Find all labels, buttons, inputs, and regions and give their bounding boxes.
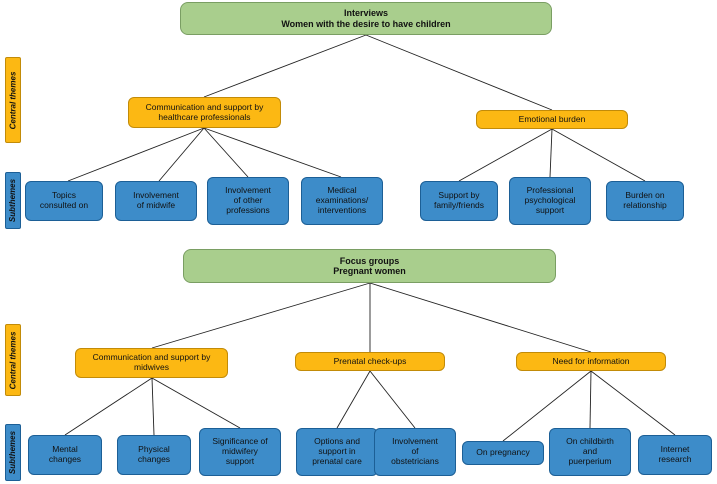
connector-line (336, 370, 371, 429)
axis-label-text: Subthemes (8, 430, 18, 475)
node-sub-medical-examinations[interactable]: Medical examinations/ interventions (301, 177, 383, 225)
connector-line (203, 127, 249, 178)
node-sub-internet-research[interactable]: Internet research (638, 435, 712, 475)
axis-label-text: Central themes (8, 71, 18, 129)
connector-line (589, 370, 592, 429)
node-sub-significance-midwifery-support[interactable]: Significance of midwifery support (199, 428, 281, 476)
connector-line (365, 34, 553, 111)
connector-line (458, 128, 553, 182)
connector-line (151, 377, 241, 429)
node-sub-options-support-prenatal-care[interactable]: Options and support in prenatal care (296, 428, 378, 476)
connector-line (369, 370, 416, 429)
axis-label-subthemes-top: Subthemes (5, 172, 21, 229)
node-sub-on-pregnancy[interactable]: On pregnancy (462, 441, 544, 465)
node-root-focus-groups[interactable]: Focus groups Pregnant women (183, 249, 556, 283)
connector-line (203, 127, 342, 178)
node-theme-emotional-burden[interactable]: Emotional burden (476, 110, 628, 129)
node-sub-on-childbirth-puerperium[interactable]: On childbirth and puerperium (549, 428, 631, 476)
node-sub-physical-changes[interactable]: Physical changes (117, 435, 191, 475)
connector-line (151, 282, 371, 349)
node-sub-support-family-friends[interactable]: Support by family/friends (420, 181, 498, 221)
connector-line (549, 128, 553, 178)
node-sub-mental-changes[interactable]: Mental changes (28, 435, 102, 475)
connector-line (67, 127, 205, 182)
node-sub-involvement-obstetricians[interactable]: Involvement of obstetricians (374, 428, 456, 476)
node-sub-burden-on-relationship[interactable]: Burden on relationship (606, 181, 684, 221)
node-theme-prenatal-checkups[interactable]: Prenatal check-ups (295, 352, 445, 371)
connector-line (158, 127, 205, 182)
axis-label-central-themes-bottom: Central themes (5, 324, 21, 396)
connector-line (151, 377, 155, 436)
axis-label-central-themes-top: Central themes (5, 57, 21, 143)
connector-line (203, 34, 367, 98)
node-sub-professional-psychological-support[interactable]: Professional psychological support (509, 177, 591, 225)
axis-label-subthemes-bottom: Subthemes (5, 424, 21, 481)
connector-line (369, 282, 592, 353)
axis-label-text: Central themes (8, 331, 18, 389)
node-theme-need-for-information[interactable]: Need for information (516, 352, 666, 371)
node-sub-involvement-of-midwife[interactable]: Involvement of midwife (115, 181, 197, 221)
connector-line (590, 370, 676, 436)
node-theme-communication-midwives[interactable]: Communication and support by midwives (75, 348, 228, 378)
connector-line (551, 128, 646, 182)
connector-line (64, 377, 153, 436)
axis-label-text: Subthemes (8, 178, 18, 223)
node-sub-involvement-other-professions[interactable]: Involvement of other professions (207, 177, 289, 225)
node-sub-topics-consulted-on[interactable]: Topics consulted on (25, 181, 103, 221)
node-root-interviews[interactable]: Interviews Women with the desire to have… (180, 2, 552, 35)
node-theme-communication-healthcare[interactable]: Communication and support by healthcare … (128, 97, 281, 128)
